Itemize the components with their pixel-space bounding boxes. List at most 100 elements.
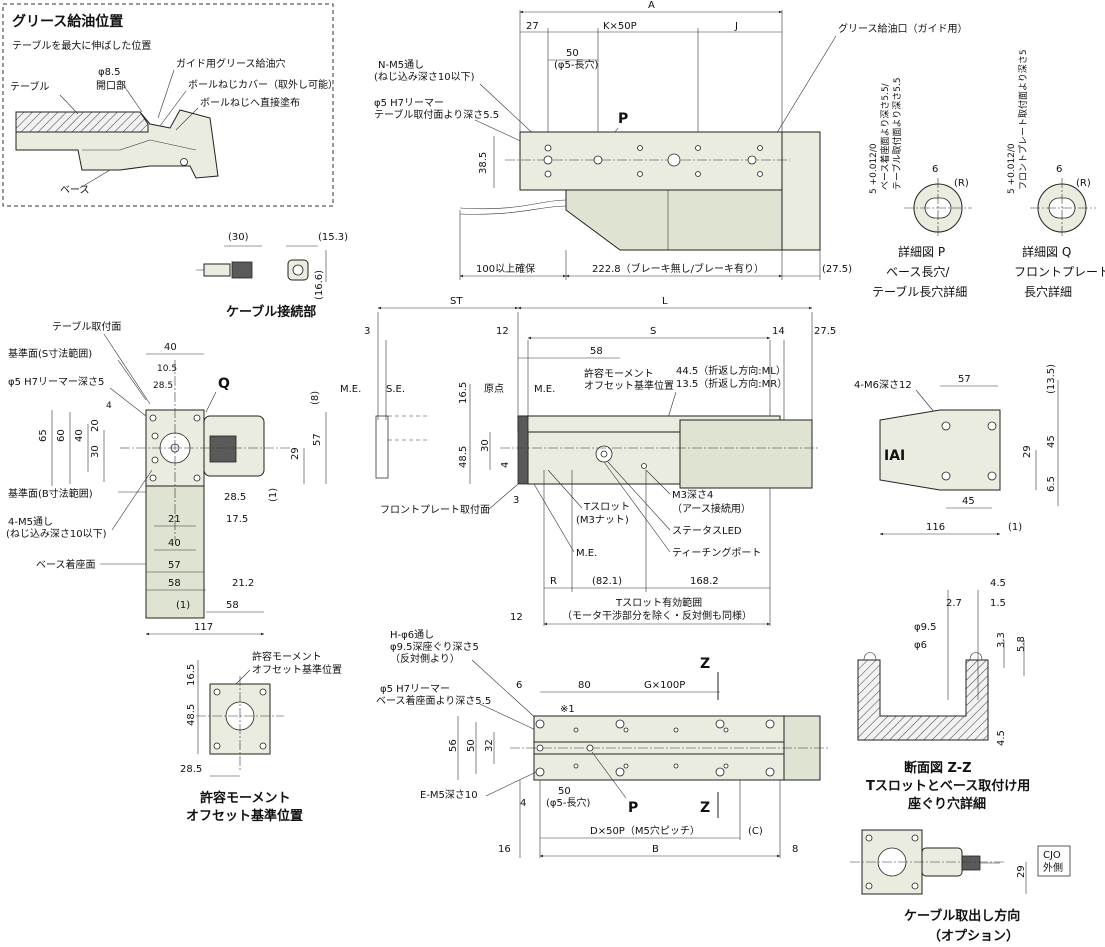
fv-Q: Q [218, 376, 230, 392]
rv-m6: 4-M6深さ12 [854, 379, 912, 391]
fv-28.5b: 28.5 [224, 492, 246, 503]
rv-45: 45 [1046, 435, 1057, 448]
sv-13.5: 13.5（折返し方向:MR） [676, 377, 787, 390]
fv-57b: 57 [168, 560, 181, 571]
fv-1b: (1) [176, 600, 190, 611]
detail-p-6: 6 [932, 164, 938, 175]
sv-led: ステータスLED [672, 525, 742, 537]
sv-82.1: (82.1) [592, 576, 622, 587]
detail-q-cap3: 長穴詳細 [1024, 284, 1072, 299]
sv-12: 12 [496, 326, 509, 337]
detail-q: 5 +0.012/0 フロントプレート取付面より深さ5 6 (R) 詳細図 Q … [1007, 49, 1105, 299]
sec-3.3: 3.3 [996, 632, 1007, 648]
detail-p-note1: ベース着座面より深さ5.5/ [879, 82, 891, 190]
sv-4: 4 [500, 462, 511, 468]
mv-16.5: 16.5 [186, 664, 197, 686]
fv-m5: 4-M5通し [8, 516, 53, 528]
sv-58: 58 [590, 346, 603, 357]
bv-h3: （反対側より） [390, 652, 460, 665]
bv-8: 8 [792, 844, 798, 855]
bv-h: H-φ6通し [390, 629, 434, 641]
fv-40: 40 [164, 342, 177, 353]
fv-65: 65 [38, 429, 49, 442]
front-view: テーブル取付面 基準面(S寸法範囲) φ5 H7リーマー深さ5 40 10.5 … [6, 320, 327, 636]
sv-S: S [650, 326, 656, 337]
rv-1: (1) [1008, 522, 1022, 533]
fv-40v: 40 [74, 429, 85, 442]
rv-13.5: (13.5) [1046, 364, 1057, 394]
dim-50: 50 [566, 48, 579, 59]
label-base: ベース [60, 184, 90, 196]
detail-p-cap1: 詳細図 P [898, 244, 945, 259]
bv-16: 16 [498, 844, 511, 855]
label-P-top: P [618, 111, 628, 127]
fv-117: 117 [194, 622, 213, 633]
grease-title: グリース給油位置 [12, 13, 123, 30]
sv-origin: 原点 [484, 383, 504, 395]
dim-J: J [734, 21, 738, 32]
rear-view: 4-M6深さ12 57 IAI (13.5) 45 29 6.5 45 116 … [854, 364, 1059, 536]
grease-subtitle: テーブルを最大に伸ばした位置 [12, 39, 151, 52]
section-zz: 4.5 2.7 1.5 φ9.5 φ6 3.3 5.8 4.5 断面図 Z-Z … [857, 578, 1030, 812]
sv-tslot2: (M3ナット) [576, 514, 629, 526]
sv-teach: ティーチングポート [672, 546, 761, 559]
sec-6: φ6 [914, 640, 927, 651]
bv-D: D×50P（M5穴ピッチ） [590, 824, 700, 837]
rv-6.5: 6.5 [1046, 476, 1057, 492]
ball-screw-cover: ボールねじカバー（取外し可能） [188, 78, 338, 91]
mv-caption2: オフセット基準位置 [186, 808, 303, 824]
ce-cap2: （オプション） [928, 928, 1019, 944]
dim-27: 27 [526, 21, 539, 32]
moment-view: 許容モーメント オフセット基準位置 16.5 48.5 28.5 許容モーメント… [180, 650, 342, 824]
bv-Z2: Z [700, 800, 710, 816]
rv-57: 57 [958, 374, 971, 385]
sv-SE: S.E. [386, 384, 405, 395]
sec-4.5b: 4.5 [996, 730, 1007, 746]
sv-moment: 許容モーメント [584, 367, 654, 380]
sv-ME2: M.E. [534, 384, 555, 395]
fv-21.2: 21.2 [232, 578, 254, 589]
detail-q-tol: 5 +0.012/0 [1007, 143, 1017, 194]
sv-16.5: 16.5 [458, 382, 469, 404]
top-view: A 27 K×50P J 50 (φ5-長穴) N-M5通し (ねじ込み深さ10… [374, 0, 968, 280]
fv-30: 30 [90, 445, 101, 458]
bv-reamer2: ベース着座面より深さ5.5 [376, 694, 491, 707]
fv-8: (8) [310, 391, 321, 405]
detail-p-R: (R) [954, 178, 969, 189]
rv-29: 29 [1022, 445, 1033, 458]
bv-reamer: φ5 H7リーマー [380, 684, 450, 695]
sv-30: 30 [480, 439, 491, 452]
dim-27.5: (27.5) [822, 264, 852, 275]
fv-28.5: 28.5 [153, 381, 173, 391]
dim-K: K×50P [603, 21, 637, 32]
sv-L: L [662, 296, 668, 307]
mv-48.5: 48.5 [186, 704, 197, 726]
sv-front-face: フロントプレート取付面 [380, 503, 490, 516]
fv-29: 29 [290, 447, 301, 460]
bv-80: 80 [578, 680, 591, 691]
bv-50b: 50 [558, 786, 571, 797]
detail-p-note2: テーブル取付面より深さ5.5 [891, 77, 903, 190]
fv-table-face: テーブル取付面 [52, 320, 121, 333]
bv-6: 6 [516, 680, 522, 691]
fv-58: 58 [168, 578, 181, 589]
sv-14: 14 [772, 326, 785, 337]
bottom-view: H-φ6通し φ9.5深座ぐり深さ5 （反対側より） φ5 H7リーマー ベース… [376, 629, 830, 858]
ce-cap1: ケーブル取出し方向 [904, 908, 1020, 924]
fv-40b: 40 [168, 538, 181, 549]
dim-38.5: 38.5 [478, 152, 489, 174]
detail-q-cap1: 詳細図 Q [1022, 244, 1071, 259]
fv-60: 60 [56, 429, 67, 442]
detail-p-cap2: ベース長穴/ [886, 264, 950, 279]
sv-ME3: M.E. [576, 548, 597, 559]
detail-q-6: 6 [1056, 164, 1062, 175]
fv-17.5: 17.5 [226, 514, 248, 525]
fv-1: (1) [268, 488, 279, 502]
fv-reamer: φ5 H7リーマー深さ5 [8, 376, 104, 388]
sec-4.5: 4.5 [990, 578, 1006, 589]
bv-em5: E-M5深さ10 [420, 789, 478, 801]
sec-9.5: φ9.5 [914, 622, 937, 633]
sv-ST: ST [450, 296, 463, 307]
fv-ref-b: 基準面(B寸法範囲) [8, 487, 93, 500]
